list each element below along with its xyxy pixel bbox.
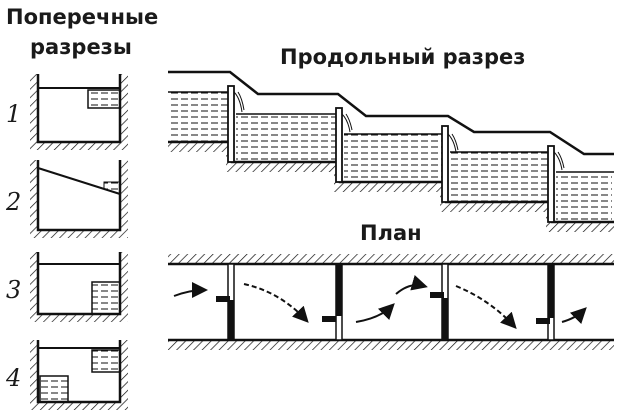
longitudinal-section <box>168 70 614 232</box>
section-number-2: 2 <box>5 188 21 216</box>
cross-section-1 <box>30 74 128 150</box>
cross-sections-title-line1: Поперечные <box>6 5 158 29</box>
section-number-3: 3 <box>6 276 21 304</box>
section-number-4: 4 <box>5 364 21 392</box>
section-number-1: 1 <box>6 100 21 128</box>
plan-title: План <box>360 221 422 245</box>
cross-section-4 <box>30 340 128 410</box>
longitudinal-section-title: Продольный разрез <box>280 45 526 69</box>
cross-section-2 <box>30 160 128 238</box>
plan-view <box>168 254 614 350</box>
cross-sections-title-line2: разрезы <box>30 35 132 59</box>
cross-section-3 <box>30 252 128 322</box>
